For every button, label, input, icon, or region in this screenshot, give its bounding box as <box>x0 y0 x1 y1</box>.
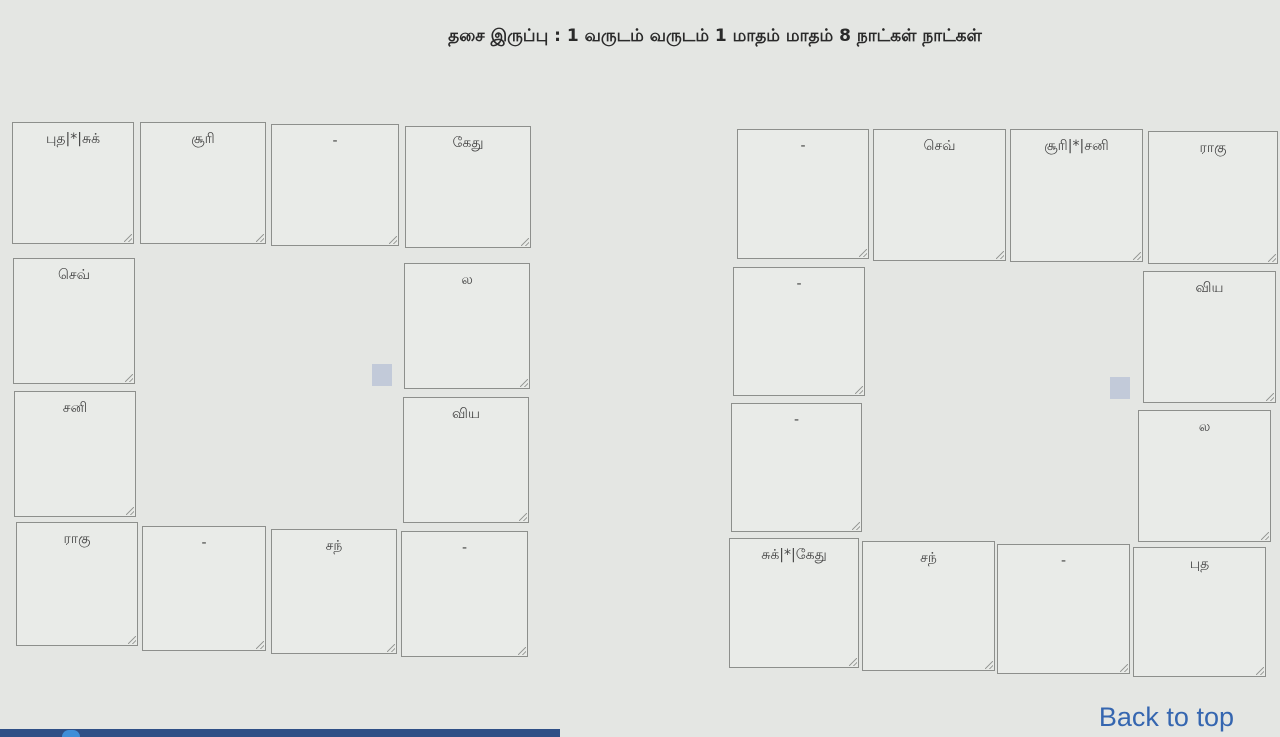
resize-grip-icon[interactable] <box>1261 532 1269 540</box>
resize-grip-icon[interactable] <box>852 522 860 530</box>
right-house-5[interactable]: விய <box>1143 271 1276 403</box>
right-house-11[interactable]: - <box>731 403 862 532</box>
resize-grip-icon[interactable] <box>855 386 863 394</box>
right-house-9[interactable]: சந் <box>862 541 995 671</box>
left-house-5[interactable]: ல <box>404 263 530 389</box>
left-house-11[interactable]: சனி <box>14 391 136 517</box>
right-house-3[interactable]: சூரி|*|சனி <box>1010 129 1143 262</box>
left-house-3[interactable]: - <box>271 124 399 246</box>
resize-grip-icon[interactable] <box>1268 254 1276 262</box>
resize-grip-icon[interactable] <box>256 234 264 242</box>
left-house-6[interactable]: விய <box>403 397 529 523</box>
taskbar <box>0 729 560 737</box>
left-house-7[interactable]: - <box>401 531 528 657</box>
left-house-10[interactable]: ராகு <box>16 522 138 646</box>
left-house-9[interactable]: - <box>142 526 266 651</box>
dasha-balance-heading: தசை இருப்பு : 1 வருடம் வருடம் 1 மாதம் மா… <box>448 26 982 46</box>
right-center-resize-marker <box>1110 377 1130 399</box>
left-house-1[interactable]: புத|*|சுக் <box>12 122 134 244</box>
back-to-top-link[interactable]: Back to top <box>1098 702 1234 732</box>
resize-grip-icon[interactable] <box>521 238 529 246</box>
resize-grip-icon[interactable] <box>1256 667 1264 675</box>
right-house-12[interactable]: - <box>733 267 865 396</box>
left-center-resize-marker <box>372 364 392 386</box>
resize-grip-icon[interactable] <box>124 234 132 242</box>
right-house-4[interactable]: ராகு <box>1148 131 1278 264</box>
resize-grip-icon[interactable] <box>387 644 395 652</box>
left-house-12[interactable]: செவ் <box>13 258 135 384</box>
right-house-8[interactable]: - <box>997 544 1130 674</box>
resize-grip-icon[interactable] <box>518 647 526 655</box>
resize-grip-icon[interactable] <box>859 249 867 257</box>
resize-grip-icon[interactable] <box>389 236 397 244</box>
resize-grip-icon[interactable] <box>996 251 1004 259</box>
right-house-1[interactable]: - <box>737 129 869 259</box>
resize-grip-icon[interactable] <box>1120 664 1128 672</box>
right-house-6[interactable]: ல <box>1138 410 1271 542</box>
resize-grip-icon[interactable] <box>128 636 136 644</box>
resize-grip-icon[interactable] <box>519 513 527 521</box>
resize-grip-icon[interactable] <box>126 507 134 515</box>
right-house-7[interactable]: புத <box>1133 547 1266 677</box>
taskbar-app-icon[interactable] <box>62 730 80 737</box>
right-house-2[interactable]: செவ் <box>873 129 1006 261</box>
resize-grip-icon[interactable] <box>849 658 857 666</box>
resize-grip-icon[interactable] <box>520 379 528 387</box>
resize-grip-icon[interactable] <box>125 374 133 382</box>
resize-grip-icon[interactable] <box>1133 252 1141 260</box>
left-house-2[interactable]: சூரி <box>140 122 266 244</box>
resize-grip-icon[interactable] <box>985 661 993 669</box>
left-house-8[interactable]: சந் <box>271 529 397 654</box>
right-house-10[interactable]: சுக்|*|கேது <box>729 538 859 668</box>
left-house-4[interactable]: கேது <box>405 126 531 248</box>
resize-grip-icon[interactable] <box>256 641 264 649</box>
resize-grip-icon[interactable] <box>1266 393 1274 401</box>
